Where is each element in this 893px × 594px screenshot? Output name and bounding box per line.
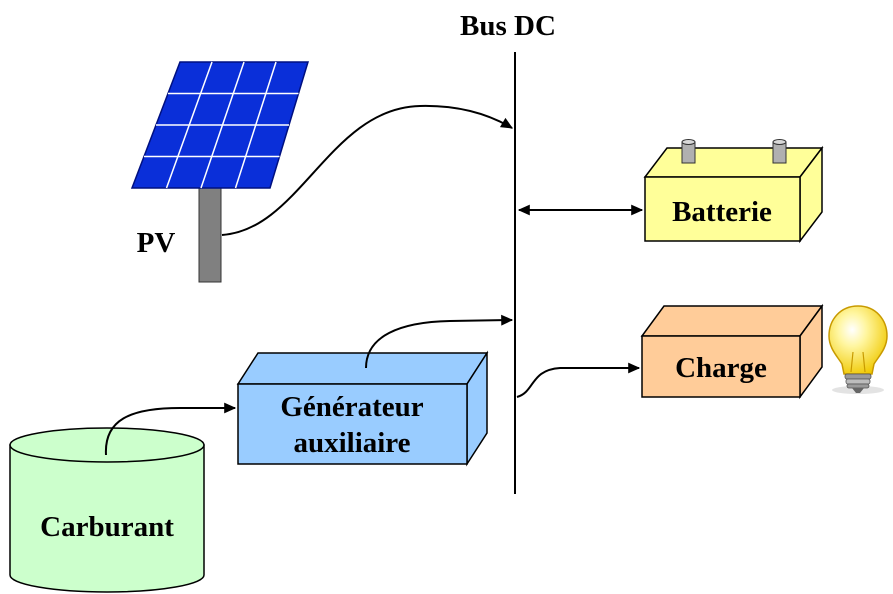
solar-panel-icon: [130, 61, 310, 283]
battery-box: [643, 145, 824, 244]
pv-to-bus-arrow: [221, 104, 514, 236]
battery-label: Batterie: [672, 196, 772, 228]
generator-label-line2: auxiliaire: [293, 427, 410, 459]
generator-label-line1: Générateur: [280, 391, 423, 423]
fuel-tank: [9, 427, 205, 593]
generator-to-bus-arrow: [365, 314, 514, 369]
pv-label: PV: [137, 227, 176, 259]
light-bulb-icon: [828, 305, 888, 394]
load-box: [640, 303, 824, 400]
fuel-label: Carburant: [40, 511, 174, 543]
load-label: Charge: [675, 352, 767, 384]
bus-to-load-arrow: [516, 362, 641, 398]
battery-terminal-icon: [681, 139, 787, 164]
bus-label: Bus DC: [460, 10, 556, 42]
generator-box: [236, 350, 489, 467]
fuel-to-generator-arrow: [104, 402, 237, 456]
